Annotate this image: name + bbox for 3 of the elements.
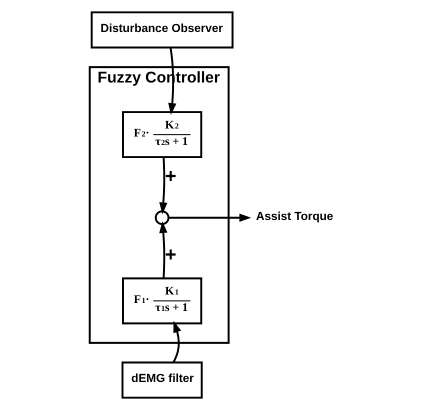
edge-label: + [164, 244, 176, 266]
node-text: Assist Torque [256, 210, 333, 223]
edge-label: + [164, 166, 176, 188]
